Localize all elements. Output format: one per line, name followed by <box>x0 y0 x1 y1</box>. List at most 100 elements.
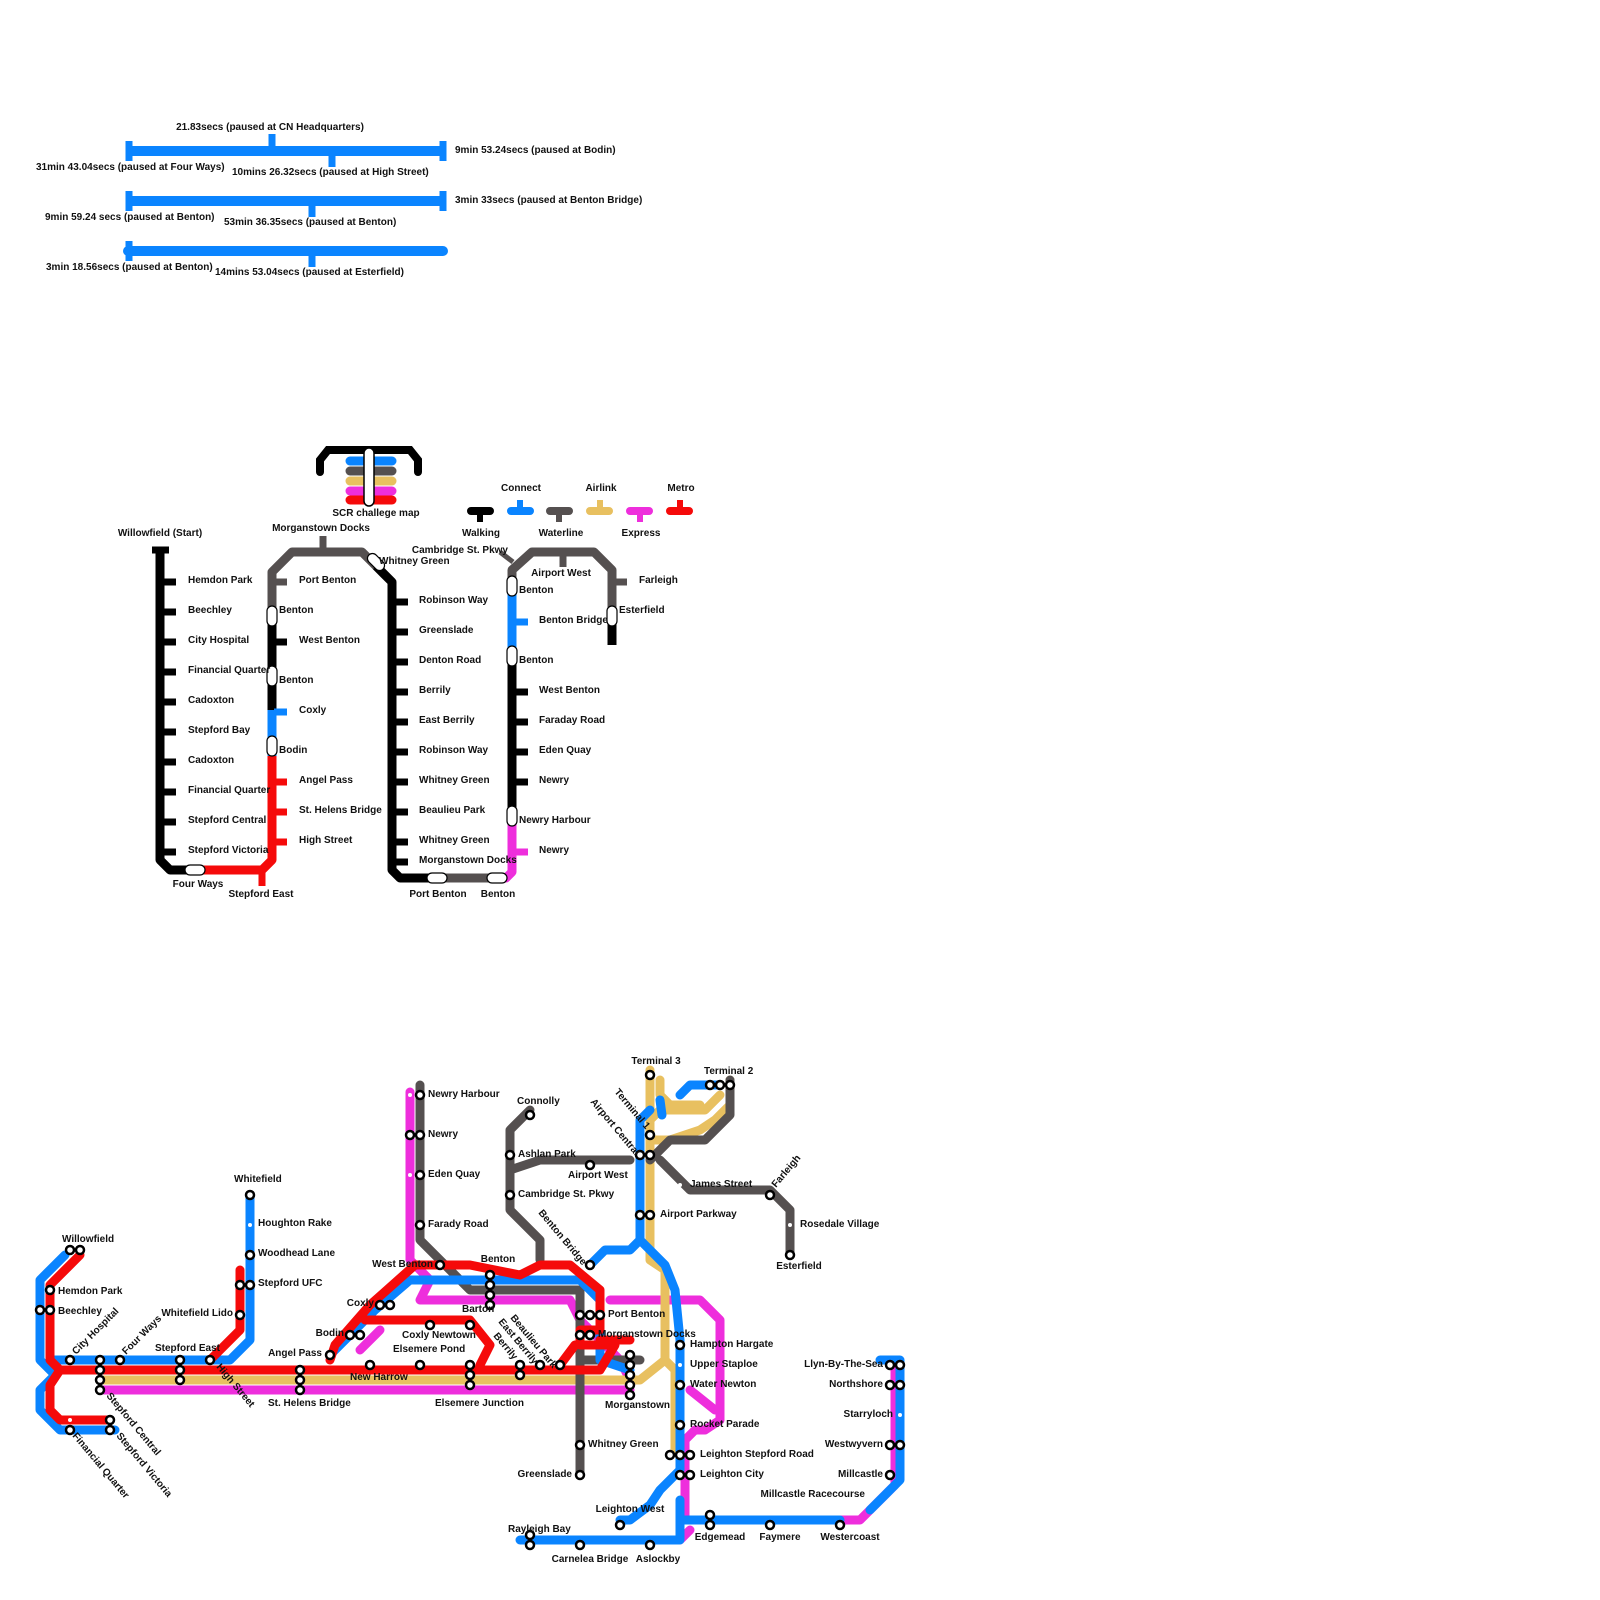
station-airport-parkway[interactable] <box>644 1209 656 1221</box>
station-elsemere-junction[interactable] <box>464 1379 476 1391</box>
station-port-benton[interactable] <box>594 1309 606 1321</box>
station-millcastle[interactable] <box>884 1469 896 1481</box>
station-water-newton[interactable] <box>674 1379 686 1391</box>
station-morganstown-docks[interactable] <box>584 1329 596 1341</box>
station-bodin[interactable] <box>344 1329 356 1341</box>
station-east-berrily[interactable] <box>534 1359 546 1371</box>
station-willowfield[interactable] <box>74 1244 86 1256</box>
station-coxly-newtown[interactable] <box>424 1319 436 1331</box>
station-benton[interactable] <box>484 1299 496 1311</box>
station-morganstown[interactable] <box>624 1389 636 1401</box>
station-stepford-central[interactable] <box>94 1354 106 1366</box>
station-newry-harbour-minor[interactable] <box>408 1093 412 1097</box>
station-westwyvern[interactable] <box>894 1439 906 1451</box>
station-starryloch[interactable] <box>898 1413 902 1417</box>
station-leighton-stepford-road[interactable] <box>674 1449 686 1461</box>
station-beechley[interactable] <box>34 1304 46 1316</box>
station-llyn-by-the-sea[interactable] <box>884 1359 896 1371</box>
station-aslockby[interactable] <box>644 1539 656 1551</box>
station-llyn-by-the-sea[interactable] <box>894 1359 906 1371</box>
station-barton[interactable] <box>464 1319 476 1331</box>
station-stepford-central[interactable] <box>94 1384 106 1396</box>
station-airport-parkway[interactable] <box>634 1209 646 1221</box>
station-minor[interactable] <box>68 1378 72 1382</box>
station-stepford-ufc[interactable] <box>234 1279 246 1291</box>
station-stepford-ufc[interactable] <box>244 1279 256 1291</box>
station-stepford-victoria[interactable] <box>104 1414 116 1426</box>
station-stepford-central[interactable] <box>94 1364 106 1376</box>
station-rayleigh-bay[interactable] <box>524 1529 536 1541</box>
station-whitney-green[interactable] <box>574 1439 586 1451</box>
station-hemdon-park[interactable] <box>44 1284 56 1296</box>
station-whitefield-lido[interactable] <box>234 1309 246 1321</box>
station-eden-quay[interactable] <box>414 1169 426 1181</box>
station-stepford-central[interactable] <box>94 1374 106 1386</box>
station-farleigh[interactable] <box>764 1189 776 1201</box>
station-hampton-hargate[interactable] <box>674 1339 686 1351</box>
station-terminal-2[interactable] <box>714 1079 726 1091</box>
station-leighton-city[interactable] <box>684 1469 696 1481</box>
station-northshore[interactable] <box>884 1379 896 1391</box>
station-st-helens-bridge[interactable] <box>294 1384 306 1396</box>
station-millcastle-racecourse[interactable] <box>868 1493 872 1497</box>
station-elsemere-pond[interactable] <box>414 1359 426 1371</box>
station-willowfield[interactable] <box>64 1244 76 1256</box>
station-terminal-3[interactable] <box>644 1069 656 1081</box>
station-connolly[interactable] <box>524 1109 536 1121</box>
station-westercoast[interactable] <box>834 1519 846 1531</box>
station-high-street[interactable] <box>204 1354 216 1366</box>
station-airport-west[interactable] <box>584 1159 596 1171</box>
station-morganstown[interactable] <box>624 1369 636 1381</box>
station-port-benton[interactable] <box>584 1309 596 1321</box>
station-leighton-stepford-road[interactable] <box>684 1449 696 1461</box>
station-elsemere-junction[interactable] <box>464 1369 476 1381</box>
station-bodin[interactable] <box>354 1329 366 1341</box>
station-beechley[interactable] <box>44 1304 56 1316</box>
station-st-helens-bridge[interactable] <box>294 1364 306 1376</box>
station-financial-quarter[interactable] <box>64 1424 76 1436</box>
station-city-hospital[interactable] <box>64 1354 76 1366</box>
station-airport-central[interactable] <box>634 1149 646 1161</box>
station-james-street[interactable] <box>678 1183 682 1187</box>
station-coxly[interactable] <box>374 1299 386 1311</box>
station-stepford-east[interactable] <box>174 1364 186 1376</box>
station-angel-pass[interactable] <box>324 1349 336 1361</box>
station-leighton-stepford-road[interactable] <box>664 1449 676 1461</box>
station-terminal-1[interactable] <box>644 1129 656 1141</box>
station-farady-road[interactable] <box>414 1219 426 1231</box>
station-houghton-rake[interactable] <box>248 1223 252 1227</box>
station-coxly[interactable] <box>384 1299 396 1311</box>
station-stepford-east[interactable] <box>174 1374 186 1386</box>
station-rayleigh-bay[interactable] <box>524 1539 536 1551</box>
station-new-harrow[interactable] <box>364 1359 376 1371</box>
station-port-benton[interactable] <box>574 1309 586 1321</box>
station-morganstown[interactable] <box>624 1349 636 1361</box>
station-benton[interactable] <box>484 1269 496 1281</box>
station-leighton-west[interactable] <box>614 1519 626 1531</box>
station-newry-harbour[interactable] <box>414 1089 426 1101</box>
station-whitefield[interactable] <box>244 1189 256 1201</box>
station-newry[interactable] <box>404 1129 416 1141</box>
station-terminal-2[interactable] <box>724 1079 736 1091</box>
station-morganstown[interactable] <box>624 1379 636 1391</box>
station-benton-bridge[interactable] <box>584 1259 596 1271</box>
station-ashlan-park[interactable] <box>504 1149 516 1161</box>
station-woodhead-lane[interactable] <box>244 1249 256 1261</box>
station-rocket-parade[interactable] <box>674 1419 686 1431</box>
station-esterfield[interactable] <box>784 1249 796 1261</box>
station-berrily[interactable] <box>514 1369 526 1381</box>
station-benton[interactable] <box>484 1289 496 1301</box>
station-benton[interactable] <box>484 1279 496 1291</box>
station-stepford-victoria[interactable] <box>104 1424 116 1436</box>
station-st-helens-bridge[interactable] <box>294 1374 306 1386</box>
station-morganstown[interactable] <box>624 1359 636 1371</box>
station-elsemere-junction[interactable] <box>464 1359 476 1371</box>
station-cambridge-st-pkwy[interactable] <box>504 1189 516 1201</box>
station-morganstown-docks[interactable] <box>574 1329 586 1341</box>
station-newry[interactable] <box>414 1129 426 1141</box>
station-edgemead[interactable] <box>704 1509 716 1521</box>
station-northshore[interactable] <box>894 1379 906 1391</box>
station-upper-staploe[interactable] <box>678 1363 682 1367</box>
station-berrily[interactable] <box>514 1359 526 1371</box>
station-eden-quay-minor[interactable] <box>408 1173 412 1177</box>
